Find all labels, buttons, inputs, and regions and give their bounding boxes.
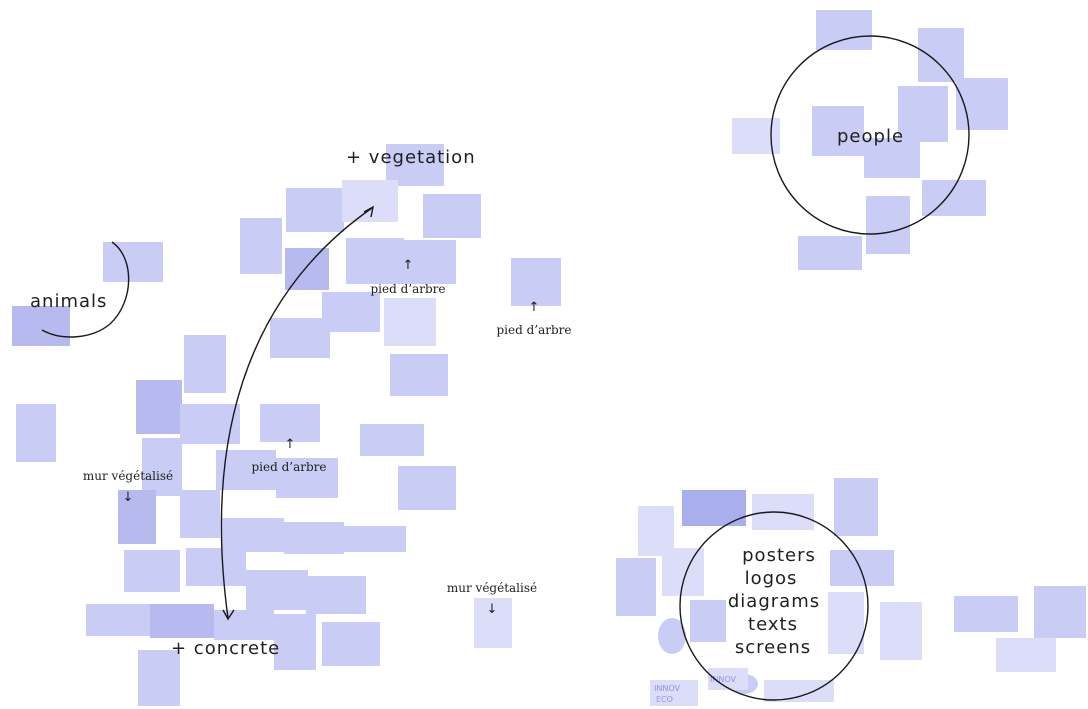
photo-thumbnail[interactable] [918, 28, 964, 82]
photo-thumbnail[interactable] [690, 600, 726, 642]
photo-thumbnail[interactable] [880, 602, 922, 660]
photo-thumbnail[interactable] [12, 306, 70, 346]
people-photo-thumbnails [732, 10, 1008, 270]
photo-thumbnail[interactable] [286, 188, 344, 232]
photo-thumbnail[interactable] [142, 438, 182, 496]
photo-thumbnail[interactable] [830, 550, 894, 586]
photo-thumbnail[interactable] [276, 458, 338, 498]
photo-thumbnail[interactable] [285, 248, 329, 290]
photo-thumbnail[interactable] [260, 404, 320, 442]
photo-thumbnail[interactable] [816, 10, 872, 50]
photo-thumbnail[interactable] [386, 144, 444, 186]
photo-thumbnail[interactable] [384, 298, 436, 346]
photo-thumbnail[interactable] [638, 506, 674, 556]
eco-logo-text: ECO [656, 695, 673, 704]
diagrams-label: diagrams [728, 591, 820, 612]
photo-thumbnail[interactable] [342, 180, 398, 222]
photo-thumbnail[interactable] [764, 680, 834, 702]
photo-thumbnail[interactable] [1034, 586, 1086, 638]
people-label: people [837, 126, 904, 147]
photo-thumbnail[interactable] [898, 86, 948, 142]
photo-thumbnail[interactable] [834, 478, 878, 536]
street-photo-thumbnails [12, 144, 561, 706]
photo-thumbnail[interactable] [866, 196, 910, 254]
photo-thumbnail[interactable] [423, 194, 481, 238]
photo-thumbnail[interactable] [150, 604, 214, 638]
photo-thumbnail[interactable] [404, 240, 456, 284]
animals-bracket-arc [41, 241, 130, 338]
media-labels: posters logos diagrams texts screens [728, 545, 820, 658]
arrowhead-up [363, 205, 374, 218]
mur-vegetalise-annotation: mur végétalisé [83, 469, 173, 483]
photo-thumbnail[interactable] [474, 598, 512, 648]
photo-thumbnail[interactable] [346, 238, 404, 284]
photo-thumbnail[interactable] [954, 596, 1018, 632]
photo-thumbnail[interactable] [658, 618, 686, 654]
logo-thumbnail[interactable] [650, 680, 698, 706]
photo-thumbnail[interactable] [222, 518, 284, 552]
media-circle [679, 511, 869, 701]
vegetation-label: + vegetation [346, 147, 476, 168]
photo-thumbnail[interactable] [240, 218, 282, 274]
screens-label: screens [735, 637, 811, 658]
photo-thumbnail[interactable] [322, 622, 380, 666]
photo-thumbnail[interactable] [124, 550, 180, 592]
down-arrow-icon: ↓ [487, 602, 498, 617]
photo-thumbnail[interactable] [390, 354, 448, 396]
photo-thumbnail[interactable] [398, 466, 456, 510]
photo-thumbnail[interactable] [996, 638, 1056, 672]
photo-thumbnail[interactable] [246, 570, 308, 610]
photo-thumbnail[interactable] [16, 404, 56, 462]
photo-thumbnail[interactable] [270, 318, 330, 358]
photo-thumbnail[interactable] [511, 258, 561, 306]
texts-label: texts [748, 614, 798, 635]
photo-thumbnail[interactable] [103, 242, 163, 282]
photo-thumbnail[interactable] [136, 380, 182, 434]
photo-thumbnail[interactable] [184, 335, 226, 393]
logos-label: logos [745, 568, 798, 589]
logo-thumbnail[interactable] [708, 668, 748, 690]
photo-thumbnail[interactable] [322, 292, 380, 332]
photo-thumbnail[interactable] [812, 106, 864, 156]
photo-thumbnail[interactable] [360, 424, 424, 456]
photo-thumbnail[interactable] [86, 604, 150, 636]
vegetation-concrete-arrow [220, 207, 373, 619]
photo-thumbnail[interactable] [180, 490, 220, 538]
pied-arbre-annotation: pied d’arbre [496, 323, 571, 337]
animals-label: animals [30, 291, 107, 312]
concrete-label: + concrete [171, 638, 280, 659]
annotations: ↑ pied d’arbre ↑ pied d’arbre ↑ pied d’a… [83, 258, 572, 617]
photo-thumbnail[interactable] [274, 614, 316, 670]
people-circle [770, 35, 970, 235]
photo-thumbnail[interactable] [864, 138, 920, 178]
up-arrow-icon: ↑ [529, 300, 540, 315]
up-arrow-icon: ↑ [285, 437, 296, 452]
pied-arbre-annotation: pied d’arbre [370, 282, 445, 296]
photo-thumbnail[interactable] [616, 558, 656, 616]
photo-thumbnail[interactable] [214, 610, 274, 640]
photo-thumbnail[interactable] [732, 118, 780, 154]
photo-thumbnail[interactable] [306, 576, 366, 614]
photo-thumbnail[interactable] [828, 592, 864, 654]
mur-vegetalise-annotation: mur végétalisé [447, 581, 537, 595]
down-arrow-icon: ↓ [123, 490, 134, 505]
up-arrow-icon: ↑ [403, 258, 414, 273]
media-thumbnails: INNOV ECO INNOV [616, 478, 1086, 706]
innov-logo-text: INNOV [654, 684, 680, 693]
photo-thumbnail[interactable] [138, 650, 180, 706]
photo-thumbnail[interactable] [798, 236, 862, 270]
photo-thumbnail[interactable] [284, 522, 344, 554]
photo-thumbnail[interactable] [180, 404, 240, 444]
photo-thumbnail[interactable] [118, 490, 156, 544]
photo-thumbnail[interactable] [922, 180, 986, 216]
cluster-outlines [41, 35, 970, 701]
arrowhead-down [222, 609, 235, 621]
posters-label: posters [742, 545, 816, 566]
photo-thumbnail[interactable] [186, 548, 246, 586]
innov-logo-text: INNOV [710, 675, 736, 684]
pied-arbre-annotation: pied d’arbre [251, 460, 326, 474]
photo-thumbnail[interactable] [662, 548, 704, 596]
photo-thumbnail[interactable] [344, 526, 406, 552]
